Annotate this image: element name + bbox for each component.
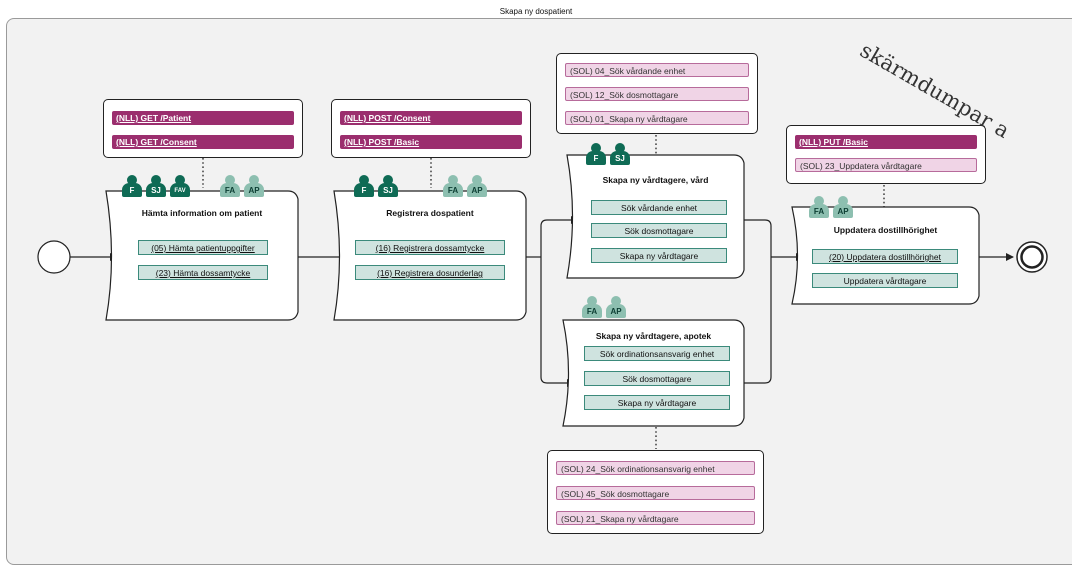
flow-split-to-vard[interactable] <box>540 216 579 257</box>
api-call-tag[interactable]: (SOL) 21_Skapa ny vårdtagare <box>556 511 755 525</box>
api-call-tag[interactable]: (NLL) GET /Patient <box>112 111 294 125</box>
role-icon: FA <box>809 196 829 218</box>
role-icon: SJ <box>610 143 630 165</box>
api-call-tag[interactable]: (NLL) PUT /Basic <box>795 135 977 149</box>
role-icon: AP <box>244 175 264 197</box>
api-call-tag[interactable]: (SOL) 23_Uppdatera vårdtagare <box>795 158 977 172</box>
role-icon: AP <box>467 175 487 197</box>
activity-button[interactable]: (20) Uppdatera dostillhörighet <box>812 249 958 264</box>
process-shape-registrera[interactable] <box>333 190 527 321</box>
activity-button[interactable]: Skapa ny vårdtagare <box>584 395 730 410</box>
api-call-tag[interactable]: (SOL) 24_Sök ordinationsansvarig enhet <box>556 461 755 475</box>
activity-button[interactable]: Sök ordinationsansvarig enhet <box>584 346 730 361</box>
activity-button[interactable]: Skapa ny vårdtagare <box>591 248 727 263</box>
activity-button[interactable]: Uppdatera vårdtagare <box>812 273 958 288</box>
activity-button[interactable]: Sök dosmottagare <box>584 371 730 386</box>
api-call-tag[interactable]: (SOL) 04_Sök vårdande enhet <box>565 63 749 77</box>
end-event[interactable] <box>1016 241 1048 273</box>
api-call-tag[interactable]: (SOL) 01_Skapa ny vårdtagare <box>565 111 749 125</box>
process-shape-hamta[interactable] <box>105 190 299 321</box>
role-icon: AP <box>833 196 853 218</box>
activity-button[interactable]: Sök dosmottagare <box>591 223 727 238</box>
process-title: Registrera dospatient <box>386 208 474 218</box>
role-icon: FA <box>582 296 602 318</box>
api-call-tag[interactable]: (SOL) 45_Sök dosmottagare <box>556 486 755 500</box>
process-apotek: Skapa ny vårdtagere, apotek Sök ordinati… <box>563 320 744 426</box>
page-title: Skapa ny dospatient <box>499 7 573 16</box>
role-icon: F <box>586 143 606 165</box>
role-icon: FA <box>443 175 463 197</box>
flow-split-to-apotek[interactable] <box>540 257 575 387</box>
process-title: Skapa ny vårdtagere, vård <box>602 175 709 185</box>
flow-vard-to-merge[interactable] <box>744 219 772 257</box>
api-call-tag[interactable]: (NLL) GET /Consent <box>112 135 294 149</box>
flow-apotek-to-merge[interactable] <box>744 257 772 384</box>
process-hamta: Hämta information om patient (05) Hämta … <box>106 191 298 320</box>
api-call-tag[interactable]: (NLL) POST /Basic <box>340 135 522 149</box>
activity-button[interactable]: Sök vårdande enhet <box>591 200 727 215</box>
annotation-hamta: (NLL) GET /Patient (NLL) GET /Consent <box>103 99 303 158</box>
process-vard: Skapa ny vårdtagere, vård Sök vårdande e… <box>567 155 744 278</box>
process-title: Skapa ny vårdtagere, apotek <box>595 331 712 341</box>
role-icon: SJ <box>146 175 166 197</box>
annotation-apotek: (SOL) 24_Sök ordinationsansvarig enhet (… <box>547 450 764 534</box>
activity-button[interactable]: (16) Registrera dosunderlag <box>355 265 505 280</box>
process-registrera: Registrera dospatient (16) Registrera do… <box>334 191 526 320</box>
process-title: Uppdatera dostillhörighet <box>833 225 938 235</box>
process-uppdatera: Uppdatera dostillhörighet (20) Uppdatera… <box>792 207 979 304</box>
role-icon: F <box>354 175 374 197</box>
start-event[interactable] <box>37 240 71 274</box>
role-icon: SJ <box>378 175 398 197</box>
annotation-uppdatera: (NLL) PUT /Basic (SOL) 23_Uppdatera vård… <box>786 125 986 184</box>
activity-button[interactable]: (16) Registrera dossamtycke <box>355 240 505 255</box>
activity-button[interactable]: (23) Hämta dossamtycke <box>138 265 268 280</box>
role-icon: FAV <box>170 175 190 197</box>
process-title: Hämta information om patient <box>141 208 263 218</box>
role-icon: F <box>122 175 142 197</box>
activity-button[interactable]: (05) Hämta patientuppgifter <box>138 240 268 255</box>
api-call-tag[interactable]: (SOL) 12_Sök dosmottagare <box>565 87 749 101</box>
process-shape-vard[interactable] <box>566 154 745 279</box>
annotation-registrera: (NLL) POST /Consent (NLL) POST /Basic <box>331 99 531 158</box>
role-icon: AP <box>606 296 626 318</box>
api-call-tag[interactable]: (NLL) POST /Consent <box>340 111 522 125</box>
role-icon: FA <box>220 175 240 197</box>
annotation-vard: (SOL) 04_Sök vårdande enhet (SOL) 12_Sök… <box>556 53 758 134</box>
